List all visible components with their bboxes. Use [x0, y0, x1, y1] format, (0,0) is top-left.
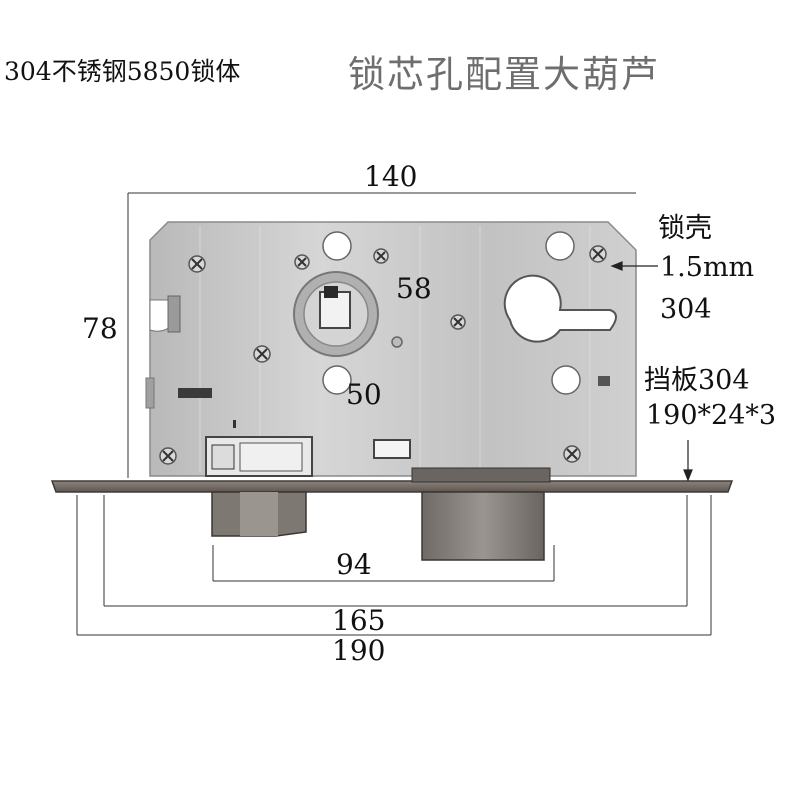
cylinder-hole: [503, 274, 617, 343]
dimension-165-label: 165: [332, 604, 386, 637]
latch-mechanism: [205, 436, 313, 477]
dimension-94-label: 94: [336, 548, 372, 581]
shell-arrow: [610, 261, 658, 271]
dimension-190-label: 190: [332, 634, 386, 667]
product-title: 304不锈钢5850锁体: [4, 57, 241, 86]
dimension-width-label: 140: [364, 160, 418, 193]
plate-label: 挡板304: [644, 365, 750, 396]
faceplate: [50, 480, 734, 493]
mounting-holes: [322, 231, 581, 395]
dead-bolt: [411, 467, 551, 561]
latch-bolt: [211, 491, 307, 537]
dimension-center-50-label: 50: [346, 378, 382, 411]
dimension-center-58-label: 58: [396, 272, 432, 305]
shell-material: 304: [660, 294, 712, 325]
shell-label: 锁壳: [658, 213, 712, 244]
spindle-hub: [293, 271, 379, 357]
shell-thickness: 1.5mm: [660, 252, 755, 283]
dimension-height-label: 78: [82, 312, 118, 345]
plate-arrow: [683, 440, 693, 482]
plate-size: 190*24*3: [646, 400, 777, 431]
feature-title: 锁芯孔配置大葫芦: [348, 53, 660, 96]
